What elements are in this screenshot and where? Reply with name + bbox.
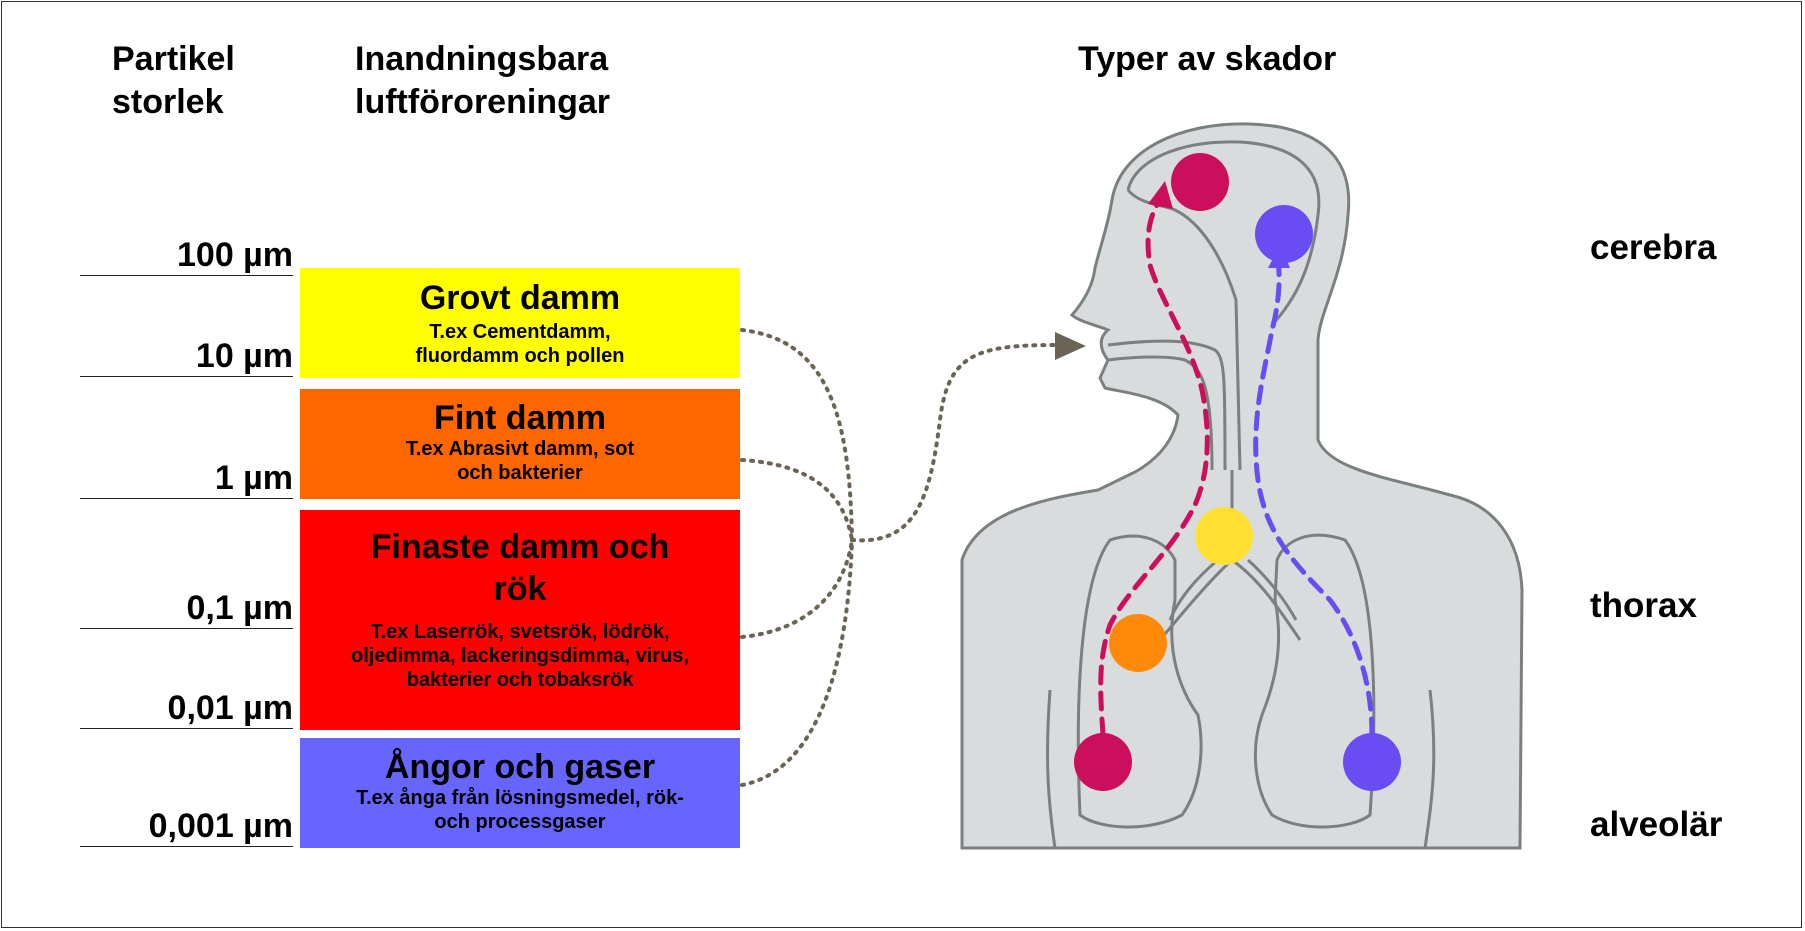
band-fine-dust: Fint damm T.ex Abrasivt damm, sot och ba… xyxy=(300,389,740,499)
band-fill-finest xyxy=(300,510,740,730)
region-label-alveolar: alveolär xyxy=(1590,805,1723,844)
band-vapors-gases-desc: T.ex ånga från lösningsmedel, rök- och p… xyxy=(356,787,684,833)
size-label-0-001um: 0,001 µm xyxy=(80,806,293,847)
band-fill-gases xyxy=(300,738,740,848)
magenta-arrow-head-icon xyxy=(1148,181,1173,209)
band-connector-lines xyxy=(740,328,1057,787)
band-coarse-dust-title: Grovt damm xyxy=(419,279,621,317)
magenta-deposition-path xyxy=(1098,197,1210,738)
orange-dot-bronchi xyxy=(1109,614,1167,672)
band-coarse-dust-desc: T.ex Cementdamm, fluordamm och pollen xyxy=(415,321,625,367)
size-label-100um: 100 µm xyxy=(80,235,293,276)
yellow-dot-trachea xyxy=(1195,507,1253,565)
band-vapors-gases-title: Ångor och gaser xyxy=(384,748,656,786)
band-coarse-dust: Grovt damm T.ex Cementdamm, fluordamm oc… xyxy=(300,268,740,378)
band-fill-coarse xyxy=(300,268,740,378)
arrow-head-icon xyxy=(1055,332,1086,360)
band-finest-dust-smoke: Finaste damm och rök T.ex Laserrök, svet… xyxy=(300,510,740,730)
connector-coarse xyxy=(740,328,854,542)
size-label-1um: 1 µm xyxy=(80,458,293,499)
band-vapors-gases: Ångor och gaser T.ex ånga från lösningsm… xyxy=(300,738,740,848)
connector-to-mouth xyxy=(850,343,1057,543)
connector-gases xyxy=(740,538,854,787)
band-fine-dust-title: Fint damm xyxy=(434,399,606,437)
blue-dot-brain xyxy=(1255,205,1313,263)
pollutants-column-header: Inandningsbara luftföroreningar xyxy=(355,40,610,121)
size-label-10um: 10 µm xyxy=(80,336,293,377)
blue-dot-alveoli xyxy=(1343,733,1401,791)
magenta-dot-alveoli xyxy=(1074,733,1132,791)
band-fills xyxy=(300,268,740,848)
blue-deposition-path xyxy=(1253,257,1375,738)
band-fill-fine xyxy=(300,389,740,499)
region-label-thorax: thorax xyxy=(1590,586,1697,625)
region-label-cerebral: cerebra xyxy=(1590,228,1717,267)
size-label-0-1um: 0,1 µm xyxy=(80,588,293,629)
band-finest-dust-smoke-title: Finaste damm och rök xyxy=(370,528,670,608)
band-fine-dust-desc: T.ex Abrasivt damm, sot och bakterier xyxy=(405,438,635,484)
size-label-0-01um: 0,01 µm xyxy=(80,688,293,729)
connector-finest xyxy=(740,538,854,639)
band-finest-dust-smoke-desc: T.ex Laserrök, svetsrök, lödrök, oljedim… xyxy=(351,621,689,691)
head-torso-silhouette-icon xyxy=(960,122,1524,850)
connector-fine xyxy=(740,458,854,542)
size-column-header: Partikel storlek xyxy=(112,40,235,121)
magenta-dot-brain xyxy=(1171,153,1229,211)
damage-types-header: Typer av skador xyxy=(1078,40,1337,78)
